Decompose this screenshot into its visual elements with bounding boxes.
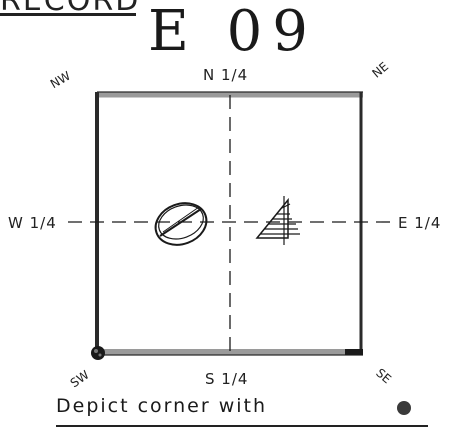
east-quarter-label: E 1/4 — [398, 214, 442, 232]
south-quarter-label: S 1/4 — [205, 370, 249, 388]
header-underline — [0, 13, 136, 16]
north-quarter-label: N 1/4 — [203, 66, 249, 84]
found-corner-dot — [91, 346, 105, 360]
handwritten-section-code: E 09 — [148, 0, 318, 64]
legend-caption: Depict corner with — [56, 395, 268, 417]
west-quarter-label: W 1/4 — [8, 214, 57, 232]
triangle-marker-symbol — [255, 196, 300, 245]
monument-ellipse-symbol — [154, 202, 208, 246]
caption-underline — [56, 425, 428, 427]
header-fragment: RECORD — [0, 0, 141, 18]
legend-dot — [397, 401, 411, 415]
